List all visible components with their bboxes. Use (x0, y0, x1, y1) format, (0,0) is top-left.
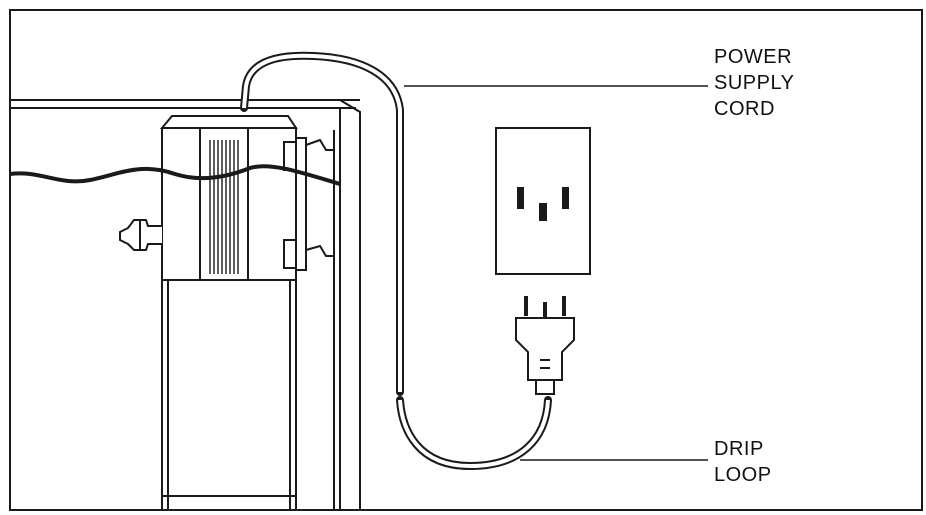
wavy-cord (9, 164, 341, 186)
label-line: DRIP (714, 438, 764, 460)
label-line: POWER (714, 46, 793, 68)
filter-vents (209, 140, 239, 274)
label-line: CORD (714, 98, 775, 120)
label-line: LOOP (714, 464, 772, 486)
aquarium-stand (10, 99, 361, 510)
label-power-supply-cord: POWER SUPPLY CORD (714, 44, 794, 122)
power-plug (515, 296, 575, 395)
label-drip-loop: DRIP LOOP (714, 436, 772, 488)
wall-outlet (495, 127, 591, 275)
drip-loop-cord (396, 396, 552, 471)
label-line: SUPPLY (714, 72, 795, 94)
diagram-frame (9, 9, 923, 511)
filter-unit (119, 115, 334, 510)
